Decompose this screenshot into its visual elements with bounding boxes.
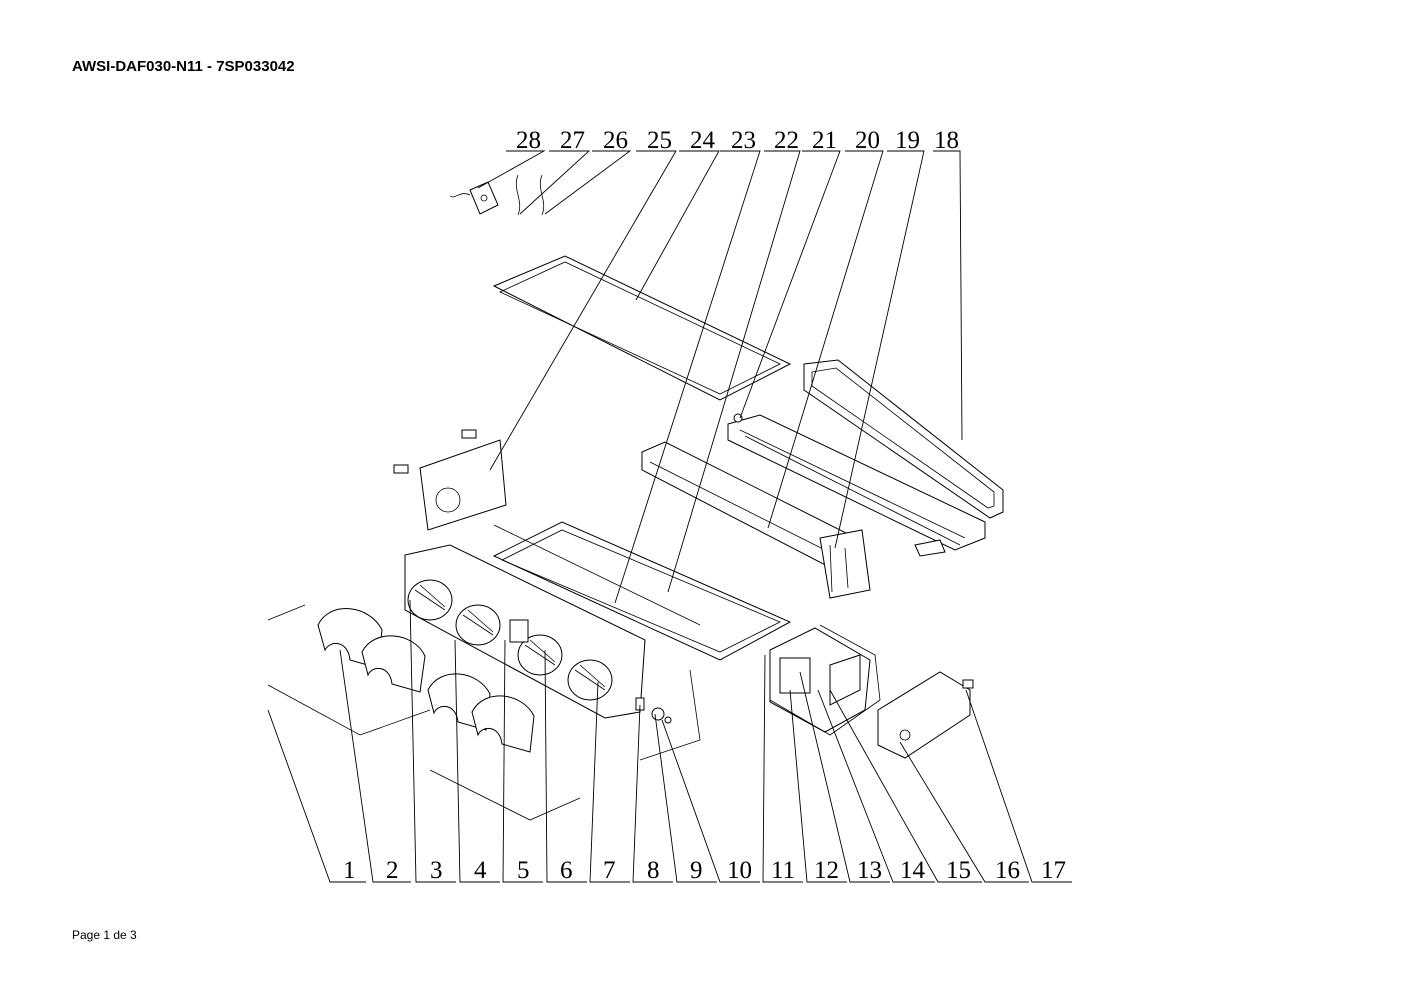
callout-19: 19 <box>895 127 920 154</box>
part-blower-wheels <box>407 579 613 701</box>
part-electrical-box <box>769 627 871 733</box>
part-10-ring <box>664 716 672 724</box>
callout-10: 10 <box>727 857 752 884</box>
top-callouts: 28 27 26 25 24 23 22 21 20 19 18 <box>477 127 963 604</box>
callout-13: 13 <box>857 857 882 884</box>
part-25-side-plate <box>393 429 507 531</box>
callout-26: 26 <box>603 127 628 154</box>
part-scroll-housings <box>317 608 535 753</box>
part-17-clip <box>962 679 974 689</box>
callout-28: 28 <box>516 127 541 154</box>
callout-12: 12 <box>814 857 839 884</box>
callout-4: 4 <box>474 857 487 884</box>
callout-24: 24 <box>690 127 716 154</box>
part-26-wire <box>539 174 545 216</box>
callout-9: 9 <box>690 857 703 884</box>
callout-15: 15 <box>946 857 971 884</box>
callout-1: 1 <box>343 857 356 884</box>
part-9-bushing <box>651 707 665 721</box>
callout-5: 5 <box>517 857 530 884</box>
part-middle-panel <box>492 521 792 661</box>
part-22-evaporator <box>641 441 871 599</box>
part-18-filter-frame <box>803 359 1004 519</box>
callout-18: 18 <box>934 127 959 154</box>
callout-11: 11 <box>771 857 795 884</box>
part-21-fitting <box>733 413 743 423</box>
part-drawings <box>267 174 1004 821</box>
callout-17: 17 <box>1041 857 1066 884</box>
callout-16: 16 <box>995 857 1020 884</box>
bottom-callouts: 1 2 3 4 5 6 7 8 9 10 11 12 13 14 15 16 1… <box>267 599 1072 884</box>
callout-2: 2 <box>386 857 399 884</box>
callout-21: 21 <box>812 127 837 154</box>
callout-27: 27 <box>560 127 585 154</box>
page-footer: Page 1 de 3 <box>72 928 137 942</box>
callout-23: 23 <box>731 127 756 154</box>
callout-6: 6 <box>560 857 573 884</box>
part-16-cover <box>877 671 971 759</box>
part-28-sensor-box <box>449 181 499 215</box>
document-title: AWSI-DAF030-N11 - 7SP033042 <box>72 58 295 75</box>
part-27-wire <box>515 174 521 216</box>
callout-8: 8 <box>647 857 660 884</box>
part-24-top-panel <box>492 255 792 401</box>
callout-20: 20 <box>855 127 880 154</box>
callout-14: 14 <box>900 857 926 884</box>
callout-25: 25 <box>647 127 672 154</box>
callout-3: 3 <box>430 857 443 884</box>
callout-22: 22 <box>774 127 799 154</box>
callout-7: 7 <box>603 857 616 884</box>
